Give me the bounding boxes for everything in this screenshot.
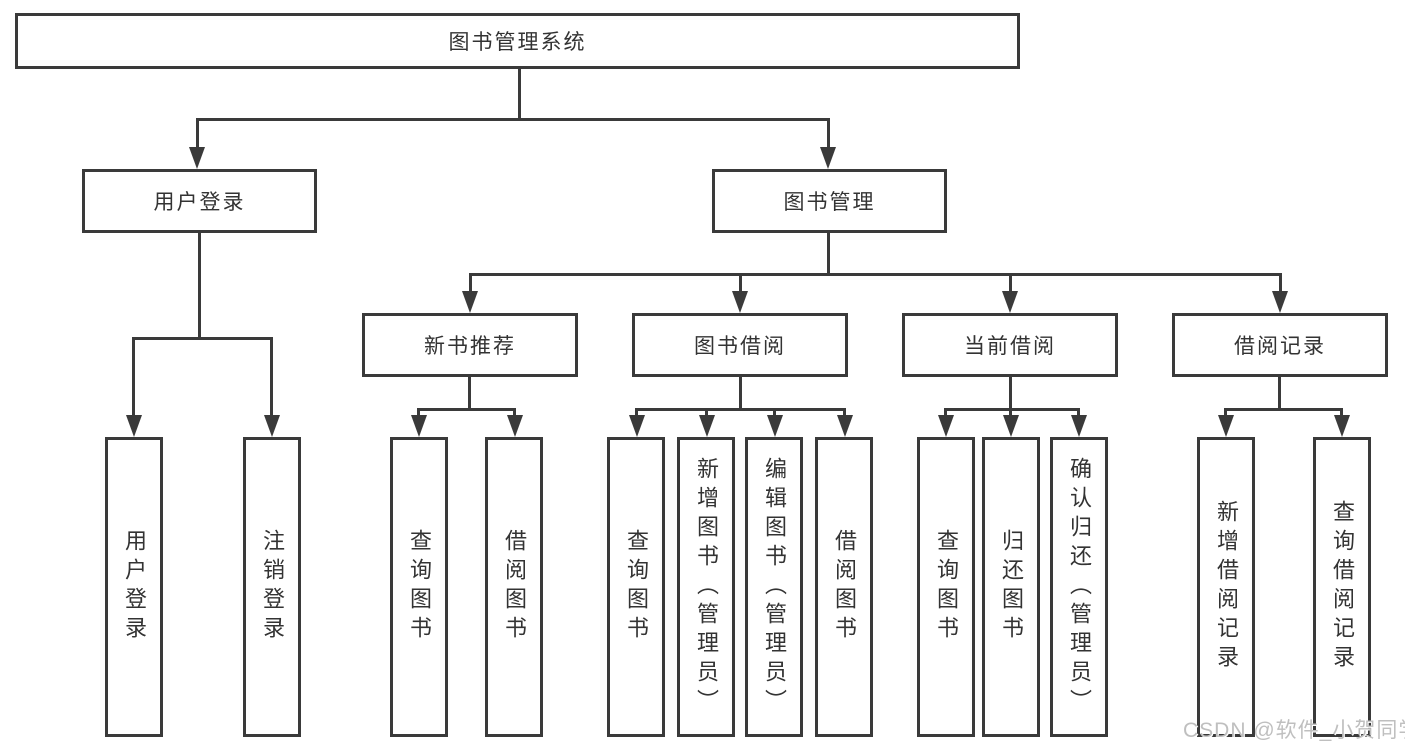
connector-line xyxy=(198,233,201,337)
arrow-down-icon xyxy=(264,415,280,437)
leaf-borrow-books: 借阅图书 xyxy=(815,437,873,737)
connector-line xyxy=(773,408,776,417)
leaf-confirm-return-admin: 确认归还（管理员） xyxy=(1050,437,1108,737)
node-borrow-records: 借阅记录 xyxy=(1172,313,1388,377)
connector-line xyxy=(739,377,742,408)
node-current-borrow: 当前借阅 xyxy=(902,313,1118,377)
node-user-login: 用户登录 xyxy=(82,169,317,233)
node-new-book-recommend: 新书推荐 xyxy=(362,313,578,377)
arrow-down-icon xyxy=(126,415,142,437)
connector-line xyxy=(417,408,420,417)
arrow-down-icon xyxy=(1272,291,1288,313)
leaf-user-login: 用户登录 xyxy=(105,437,163,737)
arrow-down-icon xyxy=(629,415,645,437)
leaf-query-books-current: 查询图书 xyxy=(917,437,975,737)
arrow-down-icon xyxy=(699,415,715,437)
arrow-down-icon xyxy=(1003,415,1019,437)
connector-line xyxy=(270,337,273,417)
connector-line xyxy=(1340,408,1343,417)
connector-line xyxy=(1077,408,1080,417)
connector-line xyxy=(132,337,135,417)
arrow-down-icon xyxy=(767,415,783,437)
connector-line xyxy=(1009,273,1012,295)
connector-line xyxy=(635,408,846,411)
connector-line xyxy=(417,408,516,411)
connector-line xyxy=(739,273,742,295)
leaf-logout: 注销登录 xyxy=(243,437,301,737)
leaf-query-books-recommend: 查询图书 xyxy=(390,437,448,737)
connector-line xyxy=(1278,377,1281,408)
leaf-edit-book-admin: 编辑图书（管理员） xyxy=(745,437,803,737)
connector-line xyxy=(1279,273,1282,295)
connector-line xyxy=(468,377,471,408)
arrow-down-icon xyxy=(1334,415,1350,437)
arrow-down-icon xyxy=(938,415,954,437)
connector-line xyxy=(827,233,830,273)
arrow-down-icon xyxy=(1002,291,1018,313)
arrow-down-icon xyxy=(837,415,853,437)
node-system-root: 图书管理系统 xyxy=(15,13,1020,69)
leaf-query-borrow-record: 查询借阅记录 xyxy=(1313,437,1371,737)
node-book-borrow: 图书借阅 xyxy=(632,313,848,377)
node-book-management: 图书管理 xyxy=(712,169,947,233)
arrow-down-icon xyxy=(507,415,523,437)
connector-line xyxy=(1224,408,1343,411)
arrow-down-icon xyxy=(1218,415,1234,437)
connector-line xyxy=(705,408,708,417)
connector-line xyxy=(843,408,846,417)
connector-line xyxy=(469,273,472,295)
connector-line xyxy=(635,408,638,417)
connector-line xyxy=(1009,408,1012,417)
leaf-add-book-admin: 新增图书（管理员） xyxy=(677,437,735,737)
arrow-down-icon xyxy=(820,147,836,169)
leaf-add-borrow-record: 新增借阅记录 xyxy=(1197,437,1255,737)
arrow-down-icon xyxy=(189,147,205,169)
leaf-return-book: 归还图书 xyxy=(982,437,1040,737)
connector-line xyxy=(944,408,947,417)
connector-line xyxy=(1224,408,1227,417)
connector-line xyxy=(1009,377,1012,408)
connector-line xyxy=(196,118,830,121)
connector-line xyxy=(518,69,521,118)
csdn-watermark: CSDN @软件_小贺同学 xyxy=(1183,719,1405,742)
connector-line xyxy=(132,337,273,340)
connector-line xyxy=(469,273,1282,276)
connector-line xyxy=(196,118,199,151)
leaf-query-books-borrow: 查询图书 xyxy=(607,437,665,737)
arrow-down-icon xyxy=(462,291,478,313)
arrow-down-icon xyxy=(1071,415,1087,437)
connector-line xyxy=(513,408,516,417)
connector-line xyxy=(827,118,830,151)
arrow-down-icon xyxy=(411,415,427,437)
leaf-borrow-books-recommend: 借阅图书 xyxy=(485,437,543,737)
arrow-down-icon xyxy=(732,291,748,313)
connector-line xyxy=(944,408,1080,411)
